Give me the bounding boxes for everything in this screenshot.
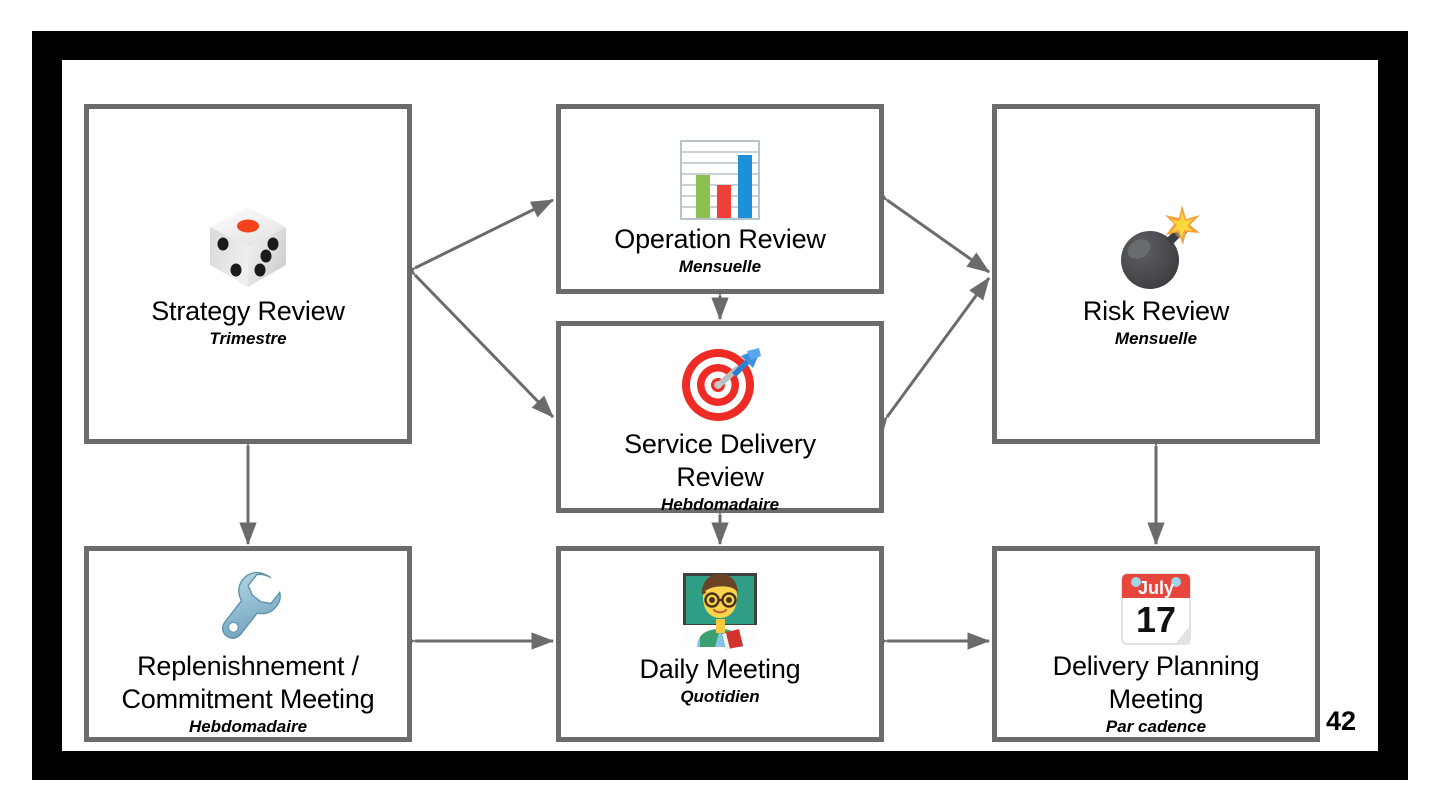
node-icon-wrapper [561,326,879,428]
node-icon-wrapper [561,109,879,223]
bar-chart-icon [680,140,760,220]
node-cadence: Quotidien [680,687,760,706]
node-icon-wrapper: July 17 [997,551,1315,650]
node-title: Service Delivery Review [624,429,816,492]
node-cadence: Mensuelle [1114,329,1198,348]
node-title: Replenishnement / Commitment Meeting [121,651,375,714]
node-title: Operation Review [614,224,826,254]
calendar-day-label: 17 [1136,599,1176,640]
node-title: Delivery Planning Meeting [1052,651,1260,714]
node-cadence: Trimestre [209,329,287,348]
node-risk-review[interactable]: Risk Review Mensuelle [992,104,1320,444]
node-cadence: Hebdomadaire [660,495,780,514]
node-icon-wrapper [89,109,407,295]
node-strategy-review[interactable]: Strategy Review Trimestre [84,104,412,444]
node-cadence: Hebdomadaire [188,717,308,736]
wrench-icon [221,571,281,639]
node-icon-wrapper [997,109,1315,295]
bomb-icon [1121,205,1200,289]
page-number: 42 [1326,706,1357,736]
node-title: Risk Review [1082,296,1230,326]
node-title: Strategy Review [151,296,345,326]
node-icon-wrapper [89,551,407,650]
calendar-icon: July 17 [1121,573,1191,645]
dartboard-icon [682,348,761,421]
node-cadence: Par cadence [1105,717,1207,736]
node-service-delivery-review[interactable]: Service Delivery Review Hebdomadaire [556,321,884,514]
node-replenishment-commitment-meeting[interactable]: Replenishnement / Commitment Meeting Heb… [84,546,412,742]
node-title: Daily Meeting [639,654,801,684]
node-cadence: Mensuelle [678,257,762,276]
node-operation-review[interactable]: Operation Review Mensuelle [556,104,884,294]
calendar-month-label: July [1138,578,1174,598]
teacher-icon [683,573,757,650]
node-delivery-planning-meeting[interactable]: July 17 Delivery Planning Meeting Par ca… [992,546,1320,742]
node-icon-wrapper [561,551,879,653]
node-daily-meeting[interactable]: Daily Meeting Quotidien [556,546,884,742]
dice-icon [210,207,286,287]
